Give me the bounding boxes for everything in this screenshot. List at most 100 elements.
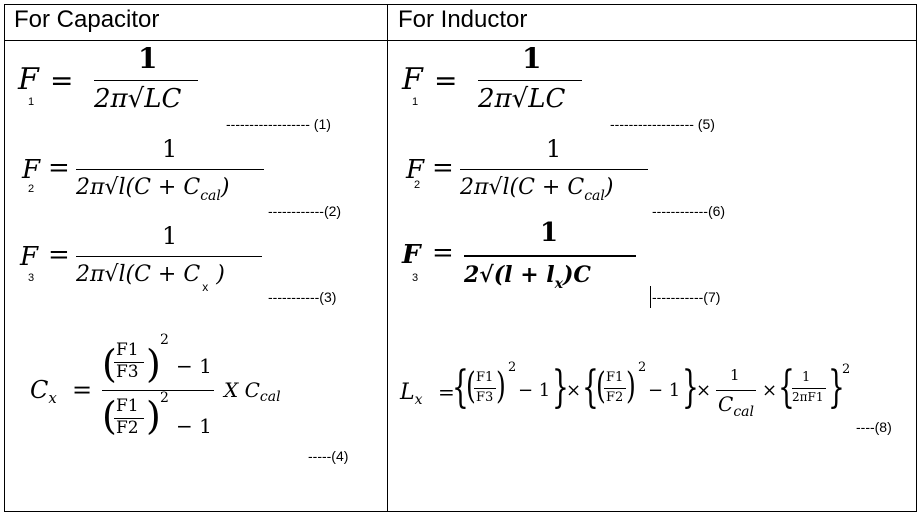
equation-4: Cx = ( F1 F3 ) 2 − 1 ( F1 F2 ) 2 − 1 X C…: [30, 332, 370, 450]
eq4-mult: X Ccal: [224, 378, 281, 405]
eq4-num-rparen: ): [146, 342, 161, 386]
eq8-g1-bar: [474, 388, 496, 389]
eq6-equals: =: [432, 153, 454, 183]
eq6-lhs: F: [406, 155, 425, 185]
eq4-den-f2: F2: [116, 418, 139, 438]
eq4-ref: -----(4): [308, 448, 349, 464]
eq5-ref: ------------------ (5): [610, 116, 715, 132]
eq1-denominator: 2π√LC: [94, 84, 182, 114]
eq8-g2-lparen: (: [596, 366, 606, 407]
eq4-lhs: Cx: [30, 376, 57, 407]
eq8-g3-lbrace: {: [778, 362, 795, 413]
eq8-times-2: ×: [696, 380, 712, 401]
eq4-num-lparen: (: [102, 342, 117, 386]
eq5-equals: =: [434, 64, 458, 97]
eq8-g1-rbrace: }: [552, 362, 569, 413]
header-divider: [4, 40, 917, 41]
eq8-g2-f2: F2: [606, 390, 624, 405]
eq8-g2-rbrace: }: [682, 362, 699, 413]
equation-7: F 3 = 1 2√(l + lx)C: [402, 218, 762, 302]
eq4-den-inner-bar: [114, 418, 144, 419]
eq8-g1-lparen: (: [466, 366, 476, 407]
eq4-equals: =: [72, 376, 93, 404]
column-divider: [387, 4, 388, 512]
eq8-lhs: Lx: [400, 380, 423, 408]
eq6-ref: ------------(6): [652, 203, 726, 219]
eq8-g3-rbrace: }: [828, 362, 845, 413]
eq8-g2-exp: 2: [638, 360, 647, 375]
equation-1: F 1 = 1 2π√LC: [18, 42, 378, 132]
eq1-fraction-bar: [94, 80, 198, 81]
equation-8: Lx = { ( F1 F3 ) 2 − 1 } × { ( F1 F2 ) 2…: [400, 360, 910, 440]
eq5-sub: 1: [412, 96, 419, 108]
eq4-den-f1: F1: [116, 396, 139, 416]
eq6-denominator: 2π√l(C + Ccal): [460, 175, 614, 204]
eq8-g2-lbrace: {: [582, 362, 599, 413]
eq4-num-f3: F3: [116, 362, 139, 382]
eq8-g3-num: 1: [802, 370, 811, 385]
eq7-equals: =: [432, 238, 454, 268]
eq5-fraction-bar: [478, 80, 582, 81]
equation-6: F 2 = 1 2π√l(C + Ccal): [406, 135, 766, 215]
eq3-equals: =: [48, 240, 70, 270]
eq8-g1-rparen: ): [496, 366, 506, 407]
eq8-g1-lbrace: {: [452, 362, 469, 413]
eq8-g2-bar: [604, 388, 626, 389]
eq4-num-tail: − 1: [176, 354, 212, 378]
text-cursor: [650, 286, 651, 308]
eq2-equals: =: [48, 153, 70, 183]
equation-2: F 2 = 1 2π√l(C + Ccal): [22, 135, 382, 215]
eq3-numerator: 1: [162, 222, 178, 250]
eq6-fraction-bar: [460, 169, 648, 170]
eq2-fraction-bar: [76, 169, 264, 170]
eq1-equals: =: [50, 64, 74, 97]
equation-5: F 1 = 1 2π√LC: [402, 42, 762, 132]
eq8-g3-exp: 2: [842, 362, 851, 377]
eq8-times-1: ×: [566, 380, 582, 401]
eq7-sub: 3: [412, 272, 419, 284]
eq3-sub: 3: [28, 272, 35, 284]
eq8-g2-minus: − 1: [648, 380, 681, 401]
eq8-times-3: ×: [762, 380, 778, 401]
eq6-sub: 2: [414, 179, 421, 191]
eq8-cal-den: Ccal: [718, 392, 754, 420]
eq7-numerator: 1: [540, 218, 559, 248]
eq3-lhs: F: [20, 242, 39, 272]
eq8-g1-f3: F3: [476, 390, 494, 405]
eq8-g1-exp: 2: [508, 360, 517, 375]
header-capacitor: For Capacitor: [14, 6, 160, 33]
eq3-ref: -----------(3): [268, 289, 337, 305]
eq1-lhs: F: [18, 62, 39, 97]
eq2-ref: ------------(2): [268, 203, 342, 219]
eq5-numerator: 1: [522, 42, 542, 75]
header-inductor: For Inductor: [398, 6, 528, 33]
eq5-lhs: F: [402, 62, 423, 97]
eq5-denominator: 2π√LC: [478, 84, 566, 114]
eq2-denominator: 2π√l(C + Ccal): [76, 175, 230, 204]
eq8-g3-den: 2πF1: [792, 390, 824, 404]
eq4-num-exp: 2: [160, 332, 169, 348]
eq4-den-rparen: ): [146, 394, 161, 438]
eq4-num-inner-bar: [114, 362, 144, 363]
eq8-g1-minus: − 1: [518, 380, 551, 401]
table-frame: [4, 4, 917, 512]
eq7-fraction-bar: [464, 255, 636, 257]
eq1-numerator: 1: [138, 42, 158, 75]
eq1-ref: ------------------ (1): [226, 116, 331, 132]
eq7-ref: -----------(7): [652, 289, 721, 305]
eq4-den-lparen: (: [102, 394, 117, 438]
eq4-den-tail: − 1: [176, 414, 212, 438]
eq4-fraction-bar: [102, 390, 214, 391]
eq4-num-f1: F1: [116, 340, 139, 360]
eq2-numerator: 1: [162, 135, 178, 163]
eq4-den-exp: 2: [160, 390, 169, 406]
eq6-numerator: 1: [546, 135, 562, 163]
eq8-equals: =: [438, 380, 455, 404]
eq7-lhs: F: [402, 240, 421, 270]
eq3-fraction-bar: [76, 256, 262, 257]
eq1-sub: 1: [28, 96, 35, 108]
eq8-cal-num: 1: [730, 366, 740, 384]
eq7-denominator: 2√(l + lx)C: [464, 262, 591, 292]
